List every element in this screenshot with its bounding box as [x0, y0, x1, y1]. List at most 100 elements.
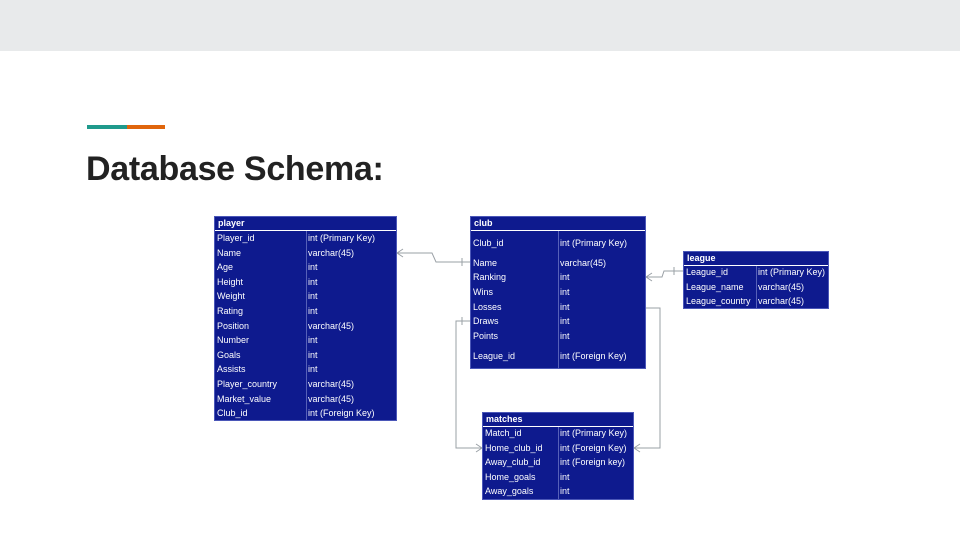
table-row: Player_id int (Primary Key) [215, 232, 396, 245]
accent-bar-teal [87, 125, 127, 129]
column-name: Age [217, 262, 234, 272]
column-type: varchar(45) [308, 394, 355, 404]
column-divider [756, 266, 757, 308]
table-matches-header: matches [483, 413, 633, 427]
column-name: Club_id [217, 408, 248, 418]
table-matches: matches Match_id int (Primary Key) Home_c… [482, 412, 634, 500]
column-type: int [308, 364, 318, 374]
table-row: League_id int (Foreign Key) [471, 350, 645, 363]
column-type: int [308, 306, 318, 316]
column-divider [558, 231, 559, 368]
accent-bar-orange [127, 125, 165, 129]
column-name: Away_goals [485, 486, 534, 496]
column-type: varchar(45) [758, 296, 805, 306]
table-player-header: player [215, 217, 396, 231]
column-type: int (Foreign Key) [308, 408, 375, 418]
table-row: Position varchar(45) [215, 320, 396, 333]
crowfoot-matches-home [475, 443, 483, 453]
table-league-header: league [684, 252, 828, 266]
column-name: Player_country [217, 379, 278, 389]
column-type: int [308, 335, 318, 345]
column-name: Height [217, 277, 244, 287]
column-name: Home_club_id [485, 443, 543, 453]
column-type: varchar(45) [308, 379, 355, 389]
slide-title: Database Schema: [86, 150, 384, 188]
column-type: int (Primary Key) [308, 233, 376, 243]
column-name: Ranking [473, 272, 507, 282]
column-type: int [308, 350, 318, 360]
column-name: Points [473, 331, 499, 341]
table-row: Number int [215, 334, 396, 347]
column-type: varchar(45) [308, 248, 355, 258]
column-name: League_id [686, 267, 729, 277]
column-name: Losses [473, 302, 502, 312]
column-type: int (Foreign Key) [560, 351, 627, 361]
column-type: varchar(45) [560, 258, 607, 268]
column-type: int (Primary Key) [758, 267, 826, 277]
column-type: int [560, 331, 570, 341]
column-name: Name [473, 258, 498, 268]
column-name: Number [217, 335, 250, 345]
top-bar [0, 0, 960, 51]
column-name: Market_value [217, 394, 272, 404]
column-name: League_id [473, 351, 516, 361]
column-type: int [308, 277, 318, 287]
column-type: int (Primary Key) [560, 238, 628, 248]
column-name: Draws [473, 316, 499, 326]
column-name: League_country [686, 296, 751, 306]
column-type: int (Primary Key) [560, 428, 628, 438]
column-name: Goals [217, 350, 241, 360]
column-type: varchar(45) [758, 282, 805, 292]
table-row: Losses int [471, 301, 645, 314]
column-type: int [560, 486, 570, 496]
column-type: int (Foreign Key) [560, 443, 627, 453]
connector-player-club [397, 252, 470, 263]
table-row: Height int [215, 276, 396, 289]
column-type: int [560, 272, 570, 282]
column-name: Assists [217, 364, 246, 374]
column-name: Match_id [485, 428, 522, 438]
table-row: Points int [471, 330, 645, 343]
crowfoot-club-league [645, 272, 653, 282]
table-row: Player_country varchar(45) [215, 378, 396, 391]
column-name: Weight [217, 291, 245, 301]
crowfoot-matches-away [633, 443, 641, 453]
table-row: Home_club_id int (Foreign Key) [483, 442, 633, 455]
column-type: int [308, 262, 318, 272]
connector-matches-home [455, 320, 482, 449]
table-row: Name varchar(45) [471, 257, 645, 270]
column-divider [558, 427, 559, 499]
connector-matches-away [634, 307, 661, 449]
table-row: Age int [215, 261, 396, 274]
column-name: Player_id [217, 233, 255, 243]
connector-club-league [646, 270, 683, 278]
column-type: int [560, 316, 570, 326]
column-name: League_name [686, 282, 744, 292]
table-row: Draws int [471, 315, 645, 328]
column-type: int [560, 472, 570, 482]
table-row: Away_goals int [483, 485, 633, 498]
column-type: varchar(45) [308, 321, 355, 331]
column-divider [306, 231, 307, 420]
table-row: Goals int [215, 349, 396, 362]
table-row: Assists int [215, 363, 396, 376]
column-name: Position [217, 321, 250, 331]
table-row: League_id int (Primary Key) [684, 266, 828, 279]
column-type: int [560, 302, 570, 312]
table-row: Market_value varchar(45) [215, 393, 396, 406]
table-row: Match_id int (Primary Key) [483, 427, 633, 440]
